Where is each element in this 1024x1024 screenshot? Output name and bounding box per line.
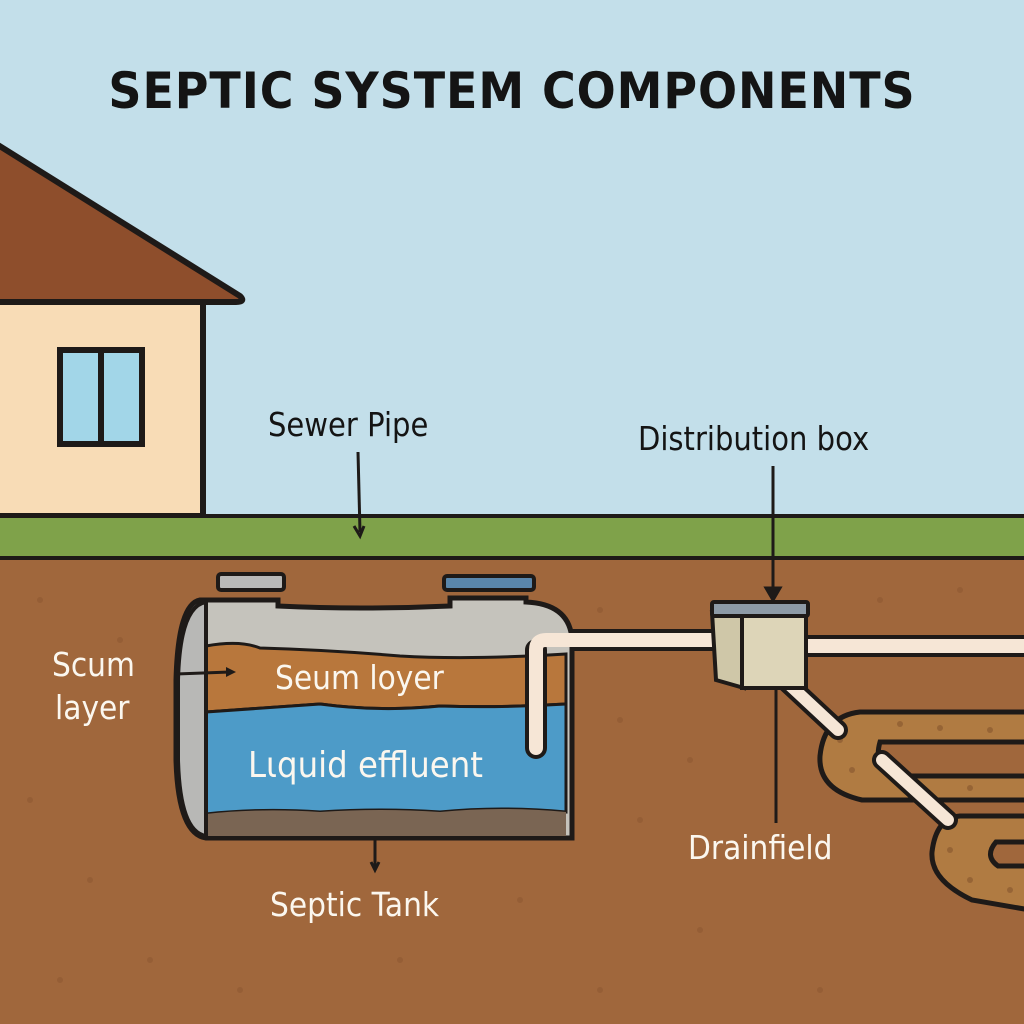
septic-tank[interactable] xyxy=(173,572,575,841)
soil-speckles xyxy=(27,587,963,993)
dbox-lid xyxy=(710,600,810,618)
label-scum-layer-line2: layer xyxy=(55,688,130,727)
sludge-layer xyxy=(206,809,566,836)
tank-end-cap xyxy=(176,599,208,839)
distribution-box[interactable] xyxy=(709,600,810,691)
scum-pointer xyxy=(175,670,231,676)
tank-lid-right xyxy=(442,574,536,592)
label-drainfield: Drainfield xyxy=(688,828,833,867)
diagram-title: SEPTIC SYSTEM COMPONENTS xyxy=(108,62,916,120)
label-liquid-effluent: Lιquid effluent xyxy=(248,745,483,786)
house xyxy=(0,142,246,519)
trench-lower xyxy=(929,813,1024,912)
grass-strip xyxy=(0,516,1024,558)
label-scum-layer-inner: Seum loyer xyxy=(275,658,444,697)
label-distribution-box: Distribution box xyxy=(638,419,870,458)
house-roof xyxy=(0,142,246,305)
window-icon xyxy=(57,347,145,447)
leader-lines xyxy=(352,451,783,874)
label-septic-tank: Septic Tank xyxy=(270,885,440,924)
tank-lid-left xyxy=(216,572,286,592)
label-sewer-pipe: Sewer Pipe xyxy=(268,405,429,444)
label-scum-layer-line1: Scum xyxy=(52,645,135,684)
